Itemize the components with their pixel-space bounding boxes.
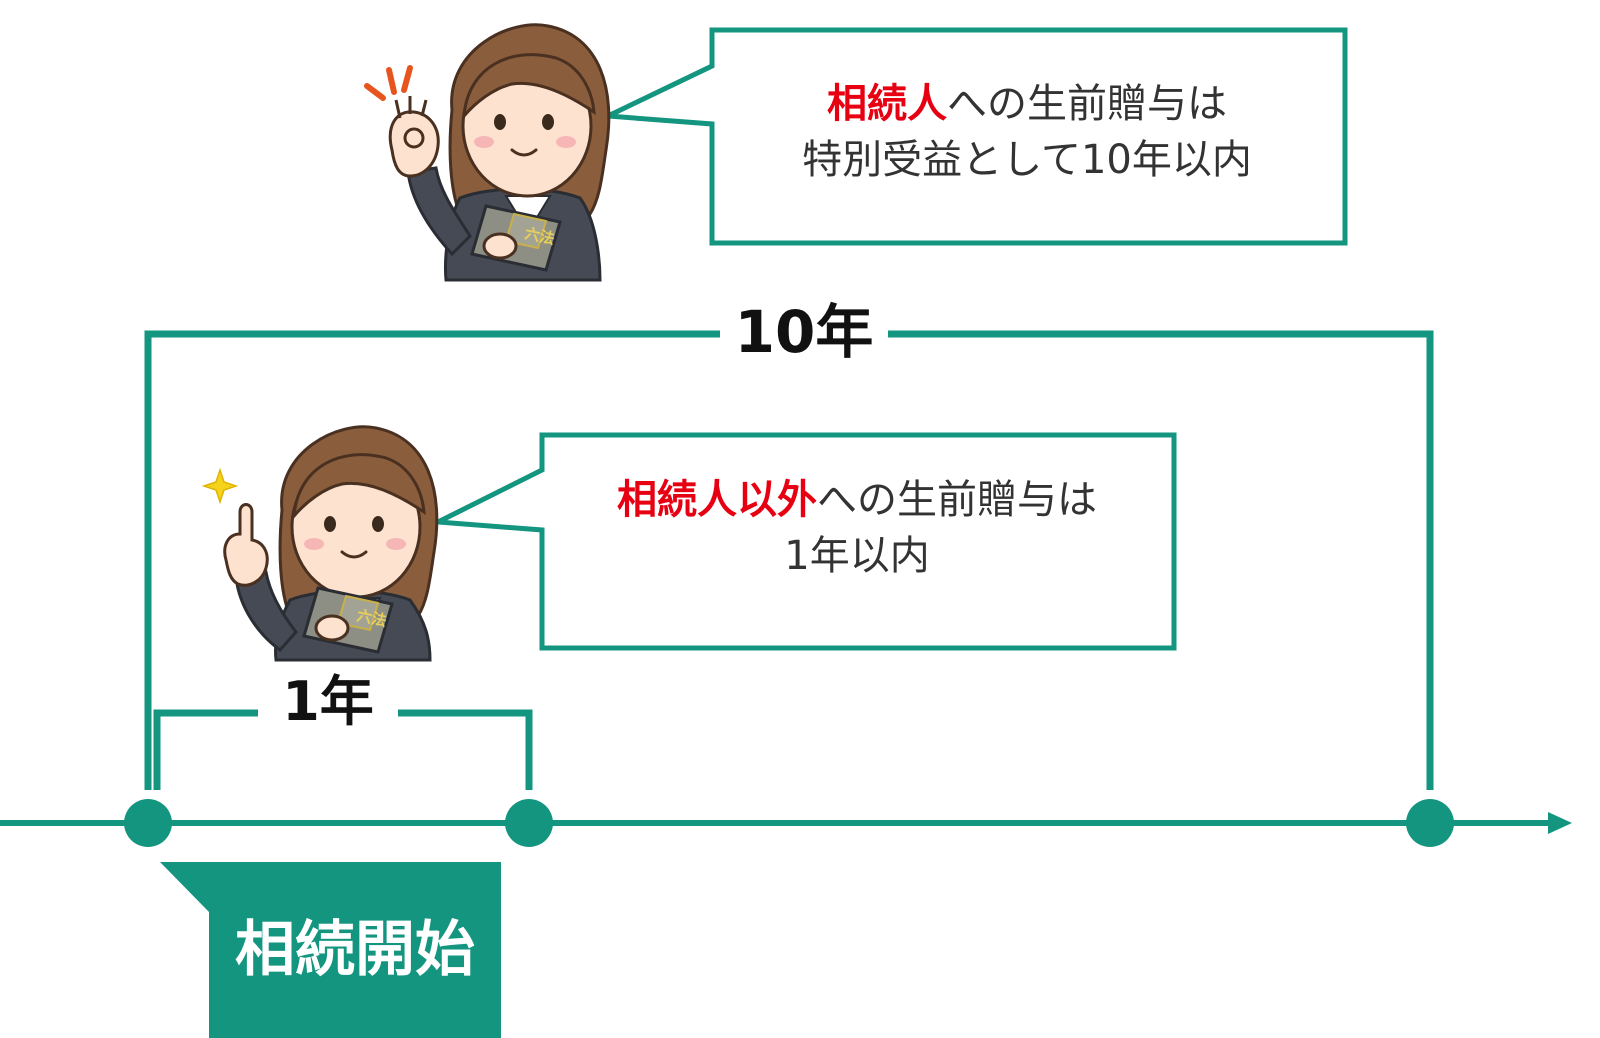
timeline-point-10-year	[1406, 799, 1454, 847]
callout-bottom-line2: 1年以内	[784, 533, 930, 579]
callout-bottom-highlight: 相続人以外	[617, 477, 817, 523]
callout-bottom-line1-rest: への生前贈与は	[817, 477, 1097, 523]
woman-pointing-icon: 六法	[201, 425, 439, 662]
callout-top-line2: 特別受益として10年以内	[802, 137, 1252, 183]
timeline-axis	[0, 812, 1572, 834]
callout-top-box	[598, 27, 1348, 246]
callout-bottom-box	[428, 432, 1177, 651]
timeline-point-start	[124, 799, 172, 847]
callout-top-line1: 相続人への生前贈与は	[712, 76, 1342, 132]
period-label-10-year: 10年	[720, 298, 888, 366]
callout-top-text: 相続人への生前贈与は 特別受益として10年以内	[712, 76, 1342, 188]
sparkle-icon	[201, 467, 239, 505]
start-label-tail	[160, 862, 209, 912]
arrow-head-icon	[1548, 812, 1572, 834]
callout-bottom-text: 相続人以外への生前贈与は 1年以内	[542, 472, 1172, 584]
woman-ok-sign-icon: 六法	[364, 23, 611, 282]
book-title-top: 六法	[523, 224, 556, 248]
book-title-bottom: 六法	[355, 606, 388, 630]
callout-bottom-line1: 相続人以外への生前贈与は	[542, 472, 1172, 528]
callout-top-highlight: 相続人	[827, 81, 947, 127]
emphasis-marks-icon	[364, 65, 413, 101]
callout-top-line1-rest: への生前贈与は	[947, 81, 1227, 127]
period-label-1-year: 1年	[258, 670, 398, 734]
inheritance-start-label: 相続開始	[209, 862, 501, 1038]
timeline-point-1-year	[505, 799, 553, 847]
